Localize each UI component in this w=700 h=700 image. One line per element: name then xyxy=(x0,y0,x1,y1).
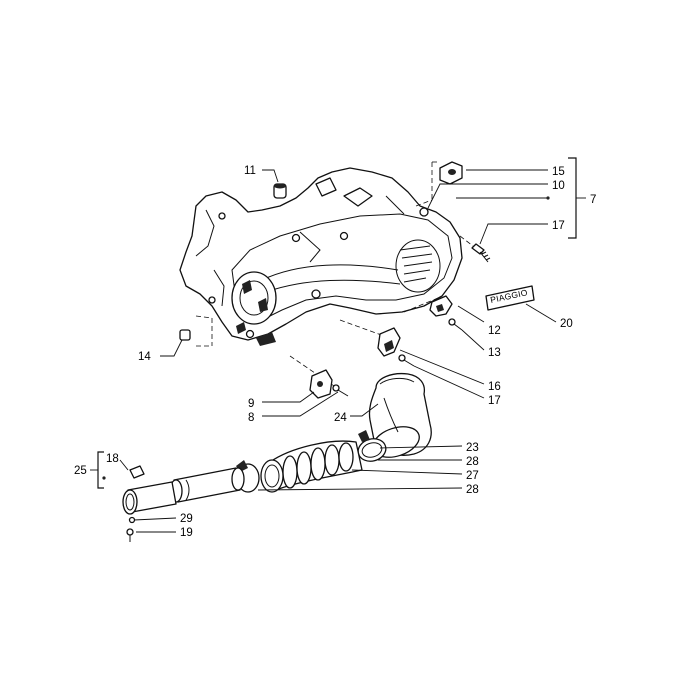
part-16-bracket xyxy=(377,327,401,357)
callout-19: 19 xyxy=(180,527,193,539)
leader-lines xyxy=(119,169,557,533)
callout-8: 8 xyxy=(248,412,254,424)
part-18-clip xyxy=(129,465,145,479)
part-20-badge: PIAGGIO xyxy=(485,285,535,311)
callout-27: 27 xyxy=(466,470,479,482)
callout-9: 9 xyxy=(248,398,254,410)
callout-16: 16 xyxy=(488,381,501,393)
callout-15: 15 xyxy=(552,166,565,178)
part-17-screw-upper xyxy=(471,243,491,263)
part-29-screw xyxy=(128,516,136,524)
callout-28-lower: 28 xyxy=(466,484,479,496)
callout-12: 12 xyxy=(488,325,501,337)
callout-25: 25 xyxy=(74,465,87,477)
callout-20: 20 xyxy=(560,318,573,330)
part-15-rubber-block xyxy=(439,161,463,185)
part-19-screw xyxy=(126,528,134,542)
callout-11: 11 xyxy=(244,165,256,177)
callout-14: 14 xyxy=(138,351,151,363)
part-9-bracket xyxy=(309,369,333,399)
callout-23: 23 xyxy=(466,442,479,454)
callout-29: 29 xyxy=(180,513,193,525)
part-27-bellows-hose xyxy=(269,440,363,491)
part-11-spacer xyxy=(273,183,287,199)
group-bracket-25 xyxy=(90,451,106,489)
part-13-screw xyxy=(448,318,463,331)
part-14-sleeve xyxy=(179,329,191,341)
part-28-hose-clamp xyxy=(260,459,284,493)
part-8-screw xyxy=(332,384,349,397)
callout-18: 18 xyxy=(106,453,119,465)
callout-24: 24 xyxy=(334,412,347,424)
crankcase-cover-assembly xyxy=(179,167,463,346)
part-17-screw-lower xyxy=(398,354,415,367)
callout-labels: 11 15 10 7 17 12 20 13 14 16 17 9 8 24 2… xyxy=(74,165,596,539)
callout-7: 7 xyxy=(590,194,596,206)
callout-13: 13 xyxy=(488,347,501,359)
part-25-intake-tube xyxy=(122,467,245,515)
part-12-bracket xyxy=(429,295,453,317)
callout-28-upper: 28 xyxy=(466,456,479,468)
part-23-hose-clamp xyxy=(357,430,387,462)
group-bracket-7 xyxy=(546,157,586,239)
callout-17-upper: 17 xyxy=(552,220,565,232)
callout-17-lower: 17 xyxy=(488,395,501,407)
callout-10: 10 xyxy=(552,180,565,192)
part-10-nut xyxy=(419,207,429,217)
